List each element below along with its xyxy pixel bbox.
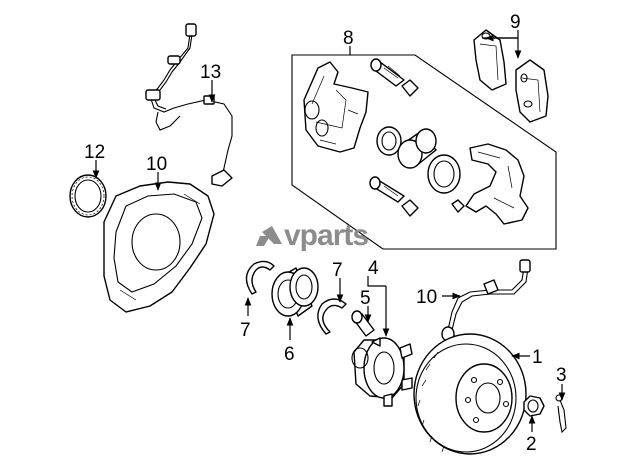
callout-12: 12 — [84, 142, 105, 163]
piston-boot — [427, 154, 461, 194]
brake-hose — [441, 259, 531, 342]
callout-5: 5 — [360, 288, 371, 309]
callout-9: 9 — [510, 12, 521, 33]
caliper-kit-box — [291, 54, 557, 250]
callout-1: 1 — [532, 347, 543, 368]
bleeder-screw — [451, 199, 465, 213]
guide-pin-boot-lower — [401, 199, 419, 217]
watermark: vparts — [256, 219, 369, 252]
wheel-stud — [351, 310, 375, 337]
abs-tone-ring — [69, 174, 107, 218]
snap-ring-right — [317, 298, 347, 335]
callout-7-left: 7 — [240, 320, 251, 341]
brake-rotor — [413, 333, 527, 455]
wheel-bearing — [271, 267, 319, 317]
brake-pad-front — [473, 29, 507, 91]
hub-nut — [523, 395, 545, 417]
callout-2: 2 — [526, 434, 537, 455]
callout-8: 8 — [343, 28, 354, 49]
caliper-housing — [303, 61, 369, 153]
caliper-bolt-lower — [369, 176, 405, 203]
caliper-piston — [397, 128, 437, 169]
callout-11: 10 — [416, 287, 437, 308]
callout-10: 10 — [146, 154, 167, 175]
piston-seal — [376, 126, 402, 156]
guide-pin-boot-upper — [401, 79, 419, 97]
callout-7-right: 7 — [332, 260, 343, 281]
snap-ring-left — [245, 260, 275, 295]
callout-3: 3 — [556, 365, 567, 386]
caliper-bracket — [465, 143, 529, 225]
brake-pad-rear — [515, 59, 549, 123]
watermark-text: vparts — [284, 219, 368, 252]
abs-sensor-harness — [145, 23, 233, 187]
callout-6: 6 — [284, 344, 295, 365]
callout-labels: 8 9 13 12 10 7 4 5 10 7 6 1 3 2 — [84, 12, 567, 455]
wheel-hub — [351, 337, 413, 407]
callout-4: 4 — [368, 258, 379, 279]
dust-shield — [103, 181, 215, 313]
cotter-pin — [555, 394, 567, 434]
callout-13: 13 — [200, 62, 221, 83]
leader-lines — [92, 30, 566, 432]
caliper-bolt-upper — [370, 58, 405, 87]
